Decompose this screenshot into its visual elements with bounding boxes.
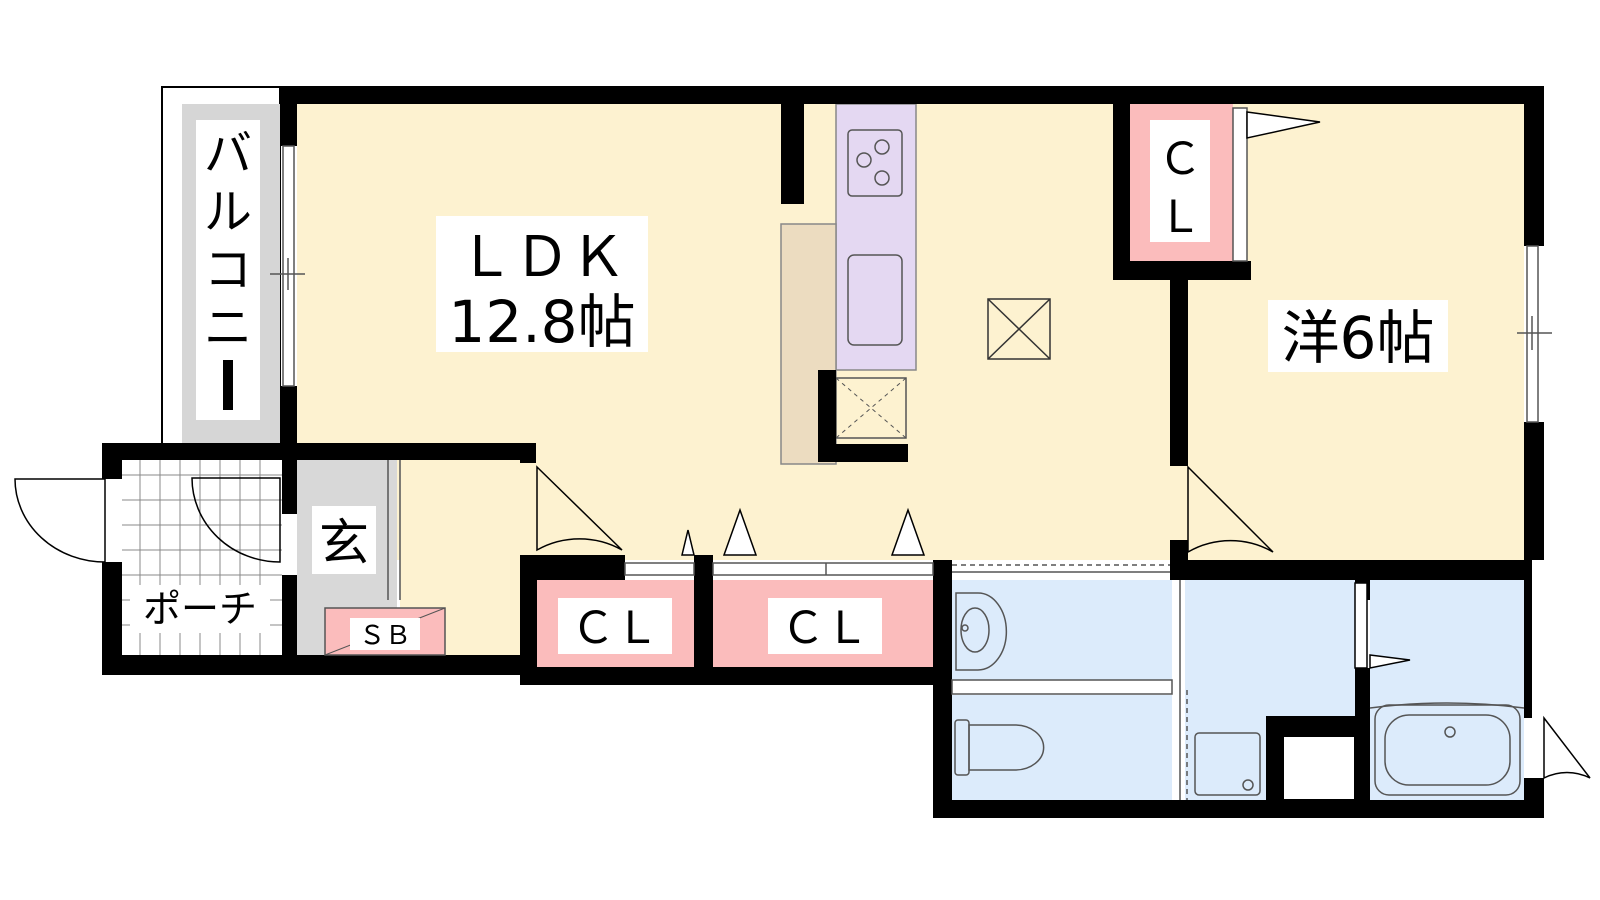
balcony-char-1: バ [204,126,252,182]
entrance-label: 玄 [319,514,369,572]
door-markers [681,111,1411,669]
room-labels: ＬＤＫ 12.8帖 洋6帖 Ｃ Ｌ ＣＬ ＣＬ バ ル コ ニ ー 玄 ポーチ … [130,120,1448,656]
balcony-char-2: ル [204,184,252,240]
closet-1-label: ＣＬ [571,603,659,654]
ldk-size-label: 12.8帖 [448,288,635,356]
closet-bedroom-label-c: Ｃ [1158,134,1202,185]
walls [102,86,1544,818]
toilet-icon [954,719,1045,776]
toilet-floor [952,695,1172,800]
bathtub-icon [1369,702,1525,796]
stove-icon [847,129,903,197]
washroom-floor [952,580,1172,680]
closet-2-label: ＣＬ [781,603,869,654]
washer-pan-icon [1194,732,1261,796]
balcony-char-5-bar [223,360,233,410]
porch-label: ポーチ [143,587,257,631]
sink-icon [847,254,903,346]
shoe-box-label: ＳＢ [359,621,411,651]
western-room-label: 洋6帖 [1282,304,1435,372]
door-swing-icon [14,465,1591,780]
bath-floor [1370,580,1524,800]
ldk-name-label: ＬＤＫ [458,225,626,290]
washbasin-icon [955,592,1008,671]
balcony-char-4: ニ [204,300,252,356]
balcony-char-5: ー [228,401,229,403]
pipe-shaft-icon [1282,735,1356,801]
closet-bedroom-label-l: Ｌ [1158,192,1202,243]
fridge-space-icon [835,377,907,439]
ceiling-vent-icon [987,298,1051,360]
balcony-char-3: コ [204,242,252,298]
